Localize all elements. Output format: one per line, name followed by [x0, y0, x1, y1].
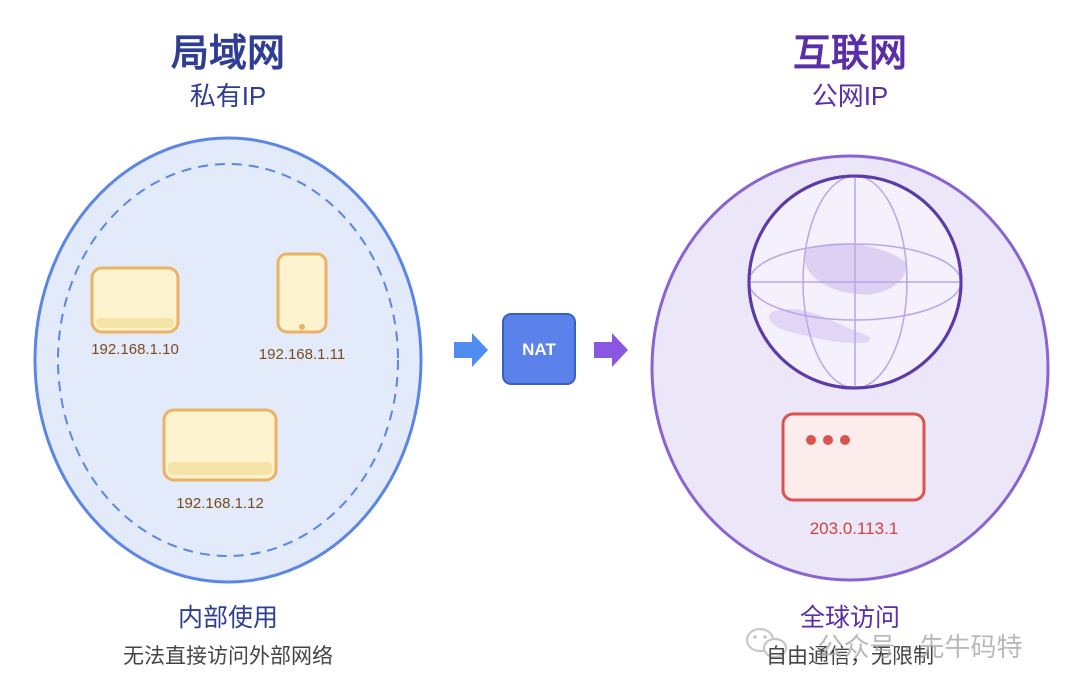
lan-title: 局域网 — [170, 33, 286, 75]
lan-boundary — [33, 136, 423, 584]
lan-private-zone — [57, 163, 399, 557]
arrow-right-icon — [454, 333, 488, 367]
device-ip-label: 192.168.1.12 — [176, 495, 264, 512]
internet-description: 自由通信，无限制 — [766, 645, 934, 668]
server-ip-label: 203.0.113.1 — [809, 519, 899, 538]
device-icon-3 — [162, 408, 278, 482]
watermark-text: 公众号 · 先牛码特 — [817, 632, 1023, 662]
server-window-icon — [781, 412, 926, 502]
nat-box — [502, 313, 576, 385]
device-ip-label: 192.168.1.11 — [258, 346, 346, 363]
lan-subtitle: 私有IP — [189, 81, 267, 111]
globe-icon — [747, 174, 963, 390]
lan-description: 无法直接访问外部网络 — [123, 645, 333, 668]
internet-subtitle: 公网IP — [811, 81, 889, 111]
nat-label: NAT — [522, 340, 556, 359]
device-ip-label: 192.168.1.10 — [91, 341, 179, 358]
phone-icon — [276, 252, 328, 334]
wechat-icon — [745, 627, 788, 659]
arrow-right-icon — [594, 333, 628, 367]
internet-title: 互联网 — [792, 33, 908, 75]
internet-caption: 全球访问 — [799, 604, 901, 632]
lan-caption: 内部使用 — [177, 604, 279, 632]
device-icon-1 — [90, 266, 180, 334]
